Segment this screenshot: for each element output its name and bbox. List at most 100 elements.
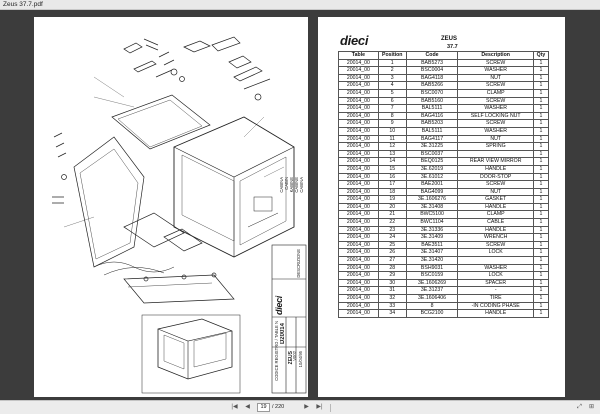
table-cell: 1: [533, 187, 549, 197]
table-cell: 1: [533, 301, 549, 311]
table-cell: SCREW: [457, 180, 534, 189]
table-cell: 3: [377, 73, 407, 83]
table-cell: 34: [377, 309, 407, 318]
table-cell: 20014_00: [338, 81, 379, 90]
descrizione-label: DESCRIZIONE: [296, 249, 301, 278]
table-cell: 17: [377, 180, 407, 189]
zoom-icon[interactable]: ⊞: [588, 404, 595, 410]
table-cell: BAG4118: [405, 73, 459, 83]
table-cell: 1: [533, 202, 549, 212]
table-cell: SCREW: [457, 119, 534, 128]
table-cell: 14: [377, 157, 407, 166]
table-cell: SELF LOCKING NUT: [457, 111, 534, 121]
window-title: Zeus 37.7.pdf: [3, 1, 43, 8]
table-cell: 20014_00: [338, 111, 379, 121]
cabin-line-5: CABINA: [299, 177, 304, 193]
table-cell: 23: [377, 225, 407, 235]
table-cell: 20014_00: [338, 202, 379, 212]
table-cell: BSC0159: [405, 271, 459, 280]
table-cell: 1: [533, 218, 549, 227]
table-cell: BAG4099: [405, 187, 459, 197]
table-cell: 8: [377, 111, 407, 121]
table-cell: 20014_00: [338, 134, 379, 144]
table-cell: 5: [377, 88, 407, 98]
table-cell: 20014_00: [338, 278, 379, 288]
table-cell: HANDLE: [457, 309, 534, 318]
first-page-icon[interactable]: |◀: [231, 404, 238, 410]
table-cell: BSC0037: [405, 149, 459, 159]
table-cell: BAG4116: [405, 111, 459, 121]
table-cell: 3E.61012: [405, 172, 459, 182]
table-cell: 3E.31237: [405, 286, 459, 295]
page-navigation-bar: |◀ ◀ 19 / 220 ▶ ▶| ⤢ ⊞: [0, 400, 600, 414]
table-cell: GASKET: [457, 195, 534, 204]
last-page-icon[interactable]: ▶|: [316, 404, 323, 410]
left-dieci-logo: dieci: [274, 295, 284, 315]
table-cell: HANDLE: [457, 202, 534, 212]
table-cell: 29: [377, 271, 407, 280]
table-cell: 3E.1606269: [405, 278, 459, 288]
next-page-icon[interactable]: ▶: [304, 404, 309, 410]
table-cell: 20014_00: [338, 172, 379, 182]
fit-page-icon[interactable]: ⤢: [577, 404, 582, 410]
table-cell: 20014_00: [338, 309, 379, 318]
table-cell: 19: [377, 195, 407, 204]
table-cell: BEQ0125: [405, 157, 459, 166]
table-cell: 30: [377, 278, 407, 288]
table-cell: 21: [377, 210, 407, 220]
table-cell: 20014_00: [338, 301, 379, 311]
table-cell: 7: [377, 104, 407, 113]
table-cell: 1: [533, 263, 549, 273]
table-cell: 20014_00: [338, 66, 379, 75]
table-cell: 3E.31408: [405, 202, 459, 212]
table-cell: 1: [533, 172, 549, 182]
table-cell: 13: [377, 149, 407, 159]
drawing-page: DESCRIZIONE CABINA CABIN KABINE CABINE C…: [34, 17, 308, 397]
table-cell: BSC0004: [405, 66, 459, 75]
table-cell: BAE2001: [405, 180, 459, 189]
table-cell: 20014_00: [338, 157, 379, 166]
table-cell: 20014_00: [338, 271, 379, 280]
table-cell: 20014_00: [338, 96, 379, 106]
table-cell: 20014_00: [338, 164, 379, 174]
table-cell: BAB5203: [405, 119, 459, 128]
table-cell: 28: [377, 263, 407, 273]
table-cell: 20014_00: [338, 195, 379, 204]
previous-page-icon[interactable]: ◀: [245, 404, 250, 410]
table-cell: BAE3511: [405, 240, 459, 250]
gruppo-value: D20014: [280, 323, 286, 345]
table-cell: 15: [377, 164, 407, 174]
table-cell: 25: [377, 240, 407, 250]
table-cell: 1: [533, 126, 549, 136]
table-cell: -IN CODING PHASE: [457, 301, 534, 311]
toolbar-separator: [330, 404, 331, 412]
table-cell: 1: [533, 134, 549, 144]
table-cell: CABLE: [457, 218, 534, 227]
table-cell: BSC0070: [405, 88, 459, 98]
table-cell: 1: [533, 164, 549, 174]
exploded-cabin-drawing: [52, 36, 307, 394]
table-header-row: Table Position Code Description Qty: [338, 51, 549, 60]
table-cell: NUT: [457, 73, 534, 83]
title-bar: Zeus 37.7.pdf: [0, 0, 600, 10]
date-value: 10/04/95: [298, 351, 303, 368]
table-cell: 20: [377, 202, 407, 212]
table-cell: SCREW: [457, 240, 534, 250]
table-cell: SPACER: [457, 278, 534, 288]
table-cell: 20014_00: [338, 233, 379, 242]
table-cell: 31: [377, 286, 407, 295]
table-cell: 1: [533, 286, 549, 295]
page-number-input[interactable]: 19: [257, 403, 270, 412]
table-cell: 32: [377, 294, 407, 303]
table-cell: 1: [533, 271, 549, 280]
table-cell: 20014_00: [338, 126, 379, 136]
